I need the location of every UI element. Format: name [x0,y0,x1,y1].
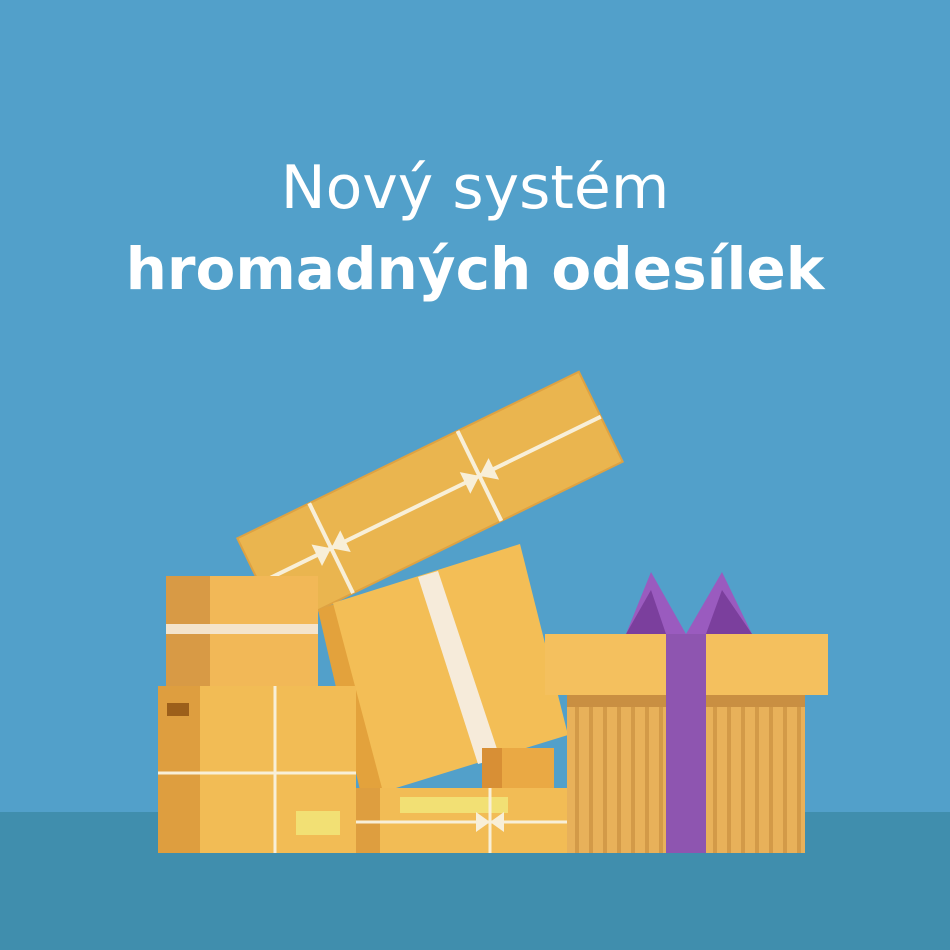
tilted-box-icon [318,544,568,792]
bottom-left-box-icon [158,686,356,853]
headline-line-2: hromadných odesílek [125,235,825,303]
headline-line-1: Nový systém [280,153,670,223]
headline: Nový systém hromadných odesílek [0,148,950,310]
small-box-icon [482,748,554,790]
flat-parcel-icon [356,788,568,853]
top-left-box-icon [166,576,318,686]
gift-box-icon [545,572,828,853]
